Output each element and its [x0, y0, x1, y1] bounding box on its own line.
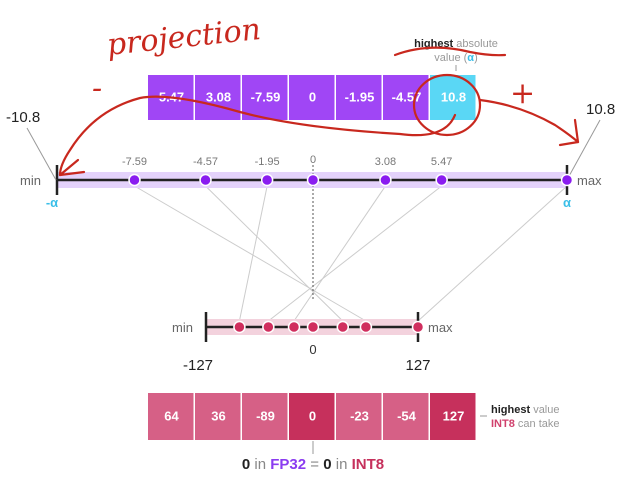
fp32-point	[128, 173, 141, 187]
int8-point	[306, 320, 320, 334]
fp32-tick-label: -1.95	[255, 156, 280, 168]
fp32-tick-label: 3.08	[375, 156, 396, 168]
fp32-tick-label: -7.59	[122, 156, 147, 168]
fp32-tick-labels: -7.59 -4.57 -1.95 0 3.08 5.47	[122, 154, 452, 168]
projection-line	[417, 185, 568, 322]
int8-point	[262, 320, 275, 334]
right-arrowhead	[558, 118, 580, 147]
fp32-cell	[242, 75, 288, 120]
fp32-tick-label: -4.57	[193, 156, 218, 168]
int8-highest-caption: highest value	[491, 404, 559, 416]
fp32-point	[260, 173, 274, 187]
fp32-min-label: min	[20, 173, 41, 188]
fp32-max-label: max	[577, 173, 602, 188]
neg-alpha-label: -α	[46, 195, 58, 210]
int8-cell	[383, 393, 429, 440]
int8-cell-value: 0	[309, 408, 316, 423]
fp32-point	[199, 173, 212, 187]
projection-line	[238, 185, 268, 322]
fp32-point	[306, 173, 320, 187]
int8-point	[336, 320, 350, 334]
fp32-points	[128, 173, 574, 187]
minus-handwriting: -	[92, 71, 102, 106]
fp32-cell	[383, 75, 429, 120]
alpha-caption: value (α)	[434, 52, 477, 64]
projection-line	[293, 185, 386, 322]
int8-cell-value: -89	[256, 408, 275, 423]
fp32-cell	[289, 75, 335, 120]
int8-point	[359, 320, 373, 334]
int8-can-take-caption: INT8 can take	[491, 418, 560, 430]
fp32-cell-value: 3.08	[206, 89, 231, 104]
left-projection-arrow	[58, 95, 457, 177]
int8-cell-value: 127	[443, 408, 465, 423]
fp32-cell	[336, 75, 382, 120]
fp32-point	[560, 173, 574, 187]
fp32-cell-value: -7.59	[251, 89, 281, 104]
int8-cell	[289, 393, 335, 440]
int8-cell	[336, 393, 382, 440]
pos-alpha-label: α	[563, 195, 571, 210]
int8-cell	[430, 393, 476, 440]
fp32-point	[435, 173, 448, 187]
projection-line	[268, 185, 442, 322]
int8-zero-label: 0	[309, 342, 316, 357]
fp32-tick-label: 0	[310, 154, 316, 166]
max-value-leader	[567, 119, 601, 179]
highest-value-circle	[412, 73, 482, 137]
int8-cell-value: 36	[211, 408, 225, 423]
int8-point	[287, 320, 301, 334]
fp32-cell	[195, 75, 241, 120]
projection-handwriting: projection	[105, 12, 262, 63]
fp32-cell-value: -1.95	[345, 89, 375, 104]
projection-line	[205, 185, 344, 322]
min-value-leader	[26, 127, 57, 181]
int8-cell-value: -54	[397, 408, 417, 423]
int8-min-value: -127	[183, 357, 213, 374]
int8-min-label: min	[172, 320, 193, 335]
fp32-cell-value: 0	[309, 89, 316, 104]
int8-point	[233, 320, 246, 334]
zero-equivalence-caption: 0 in FP32 = 0 in INT8	[242, 456, 384, 473]
int8-max-value: 127	[405, 357, 430, 374]
fp32-tick-label: 5.47	[431, 156, 452, 168]
int8-point	[411, 320, 425, 334]
int8-cell	[242, 393, 288, 440]
int8-cell	[148, 393, 194, 440]
int8-max-label: max	[428, 320, 453, 335]
projection-lines	[134, 185, 568, 322]
int8-cell	[195, 393, 241, 440]
fp32-cell-value: 10.8	[441, 89, 466, 104]
right-projection-arrow	[478, 98, 580, 144]
fp32-min-value: -10.8	[6, 109, 40, 126]
highest-underline	[393, 46, 507, 57]
fp32-point	[379, 173, 392, 187]
left-arrowhead	[58, 158, 86, 177]
fp32-max-value: 10.8	[586, 101, 615, 118]
projection-line	[134, 185, 367, 322]
plus-handwriting: +	[510, 76, 535, 111]
int8-cell-value: -23	[350, 408, 369, 423]
handwritten-annotations: projection - +	[58, 12, 580, 177]
int8-points	[233, 320, 425, 334]
int8-cell-value: 64	[164, 408, 179, 423]
int8-value-cells: 64 36 -89 0 -23 -54 127	[148, 393, 476, 440]
